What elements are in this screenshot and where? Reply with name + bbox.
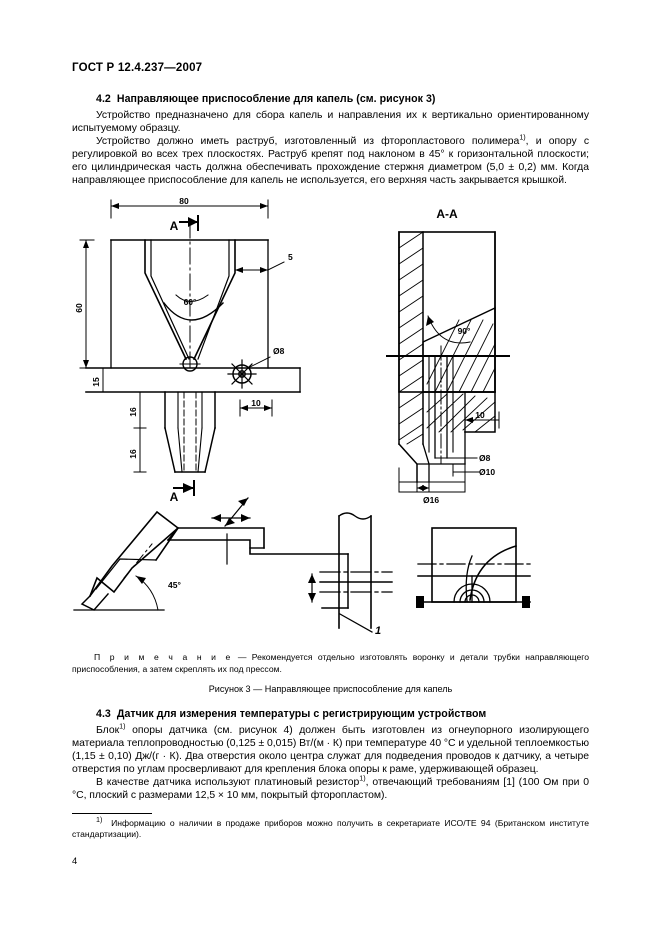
section-4-3-title: Датчик для измерения температуры с регис… (116, 708, 487, 720)
section-4-3-number: 4.3 (96, 708, 111, 720)
footnote-text: Информацию о наличии в продаже приборов … (72, 818, 589, 840)
running-head: ГОСТ Р 12.4.237—2007 (72, 62, 203, 74)
dim-dia-16: Ø16 (423, 495, 439, 505)
dim-cone-angle-60: 60° (184, 297, 197, 307)
footnote-ref: 1) (359, 773, 366, 783)
section-4-3-paragraph-1: Блок1) опоры датчика (см. рисунок 4) дол… (72, 721, 589, 776)
callout-1: 1 (375, 625, 381, 636)
dim-lower-15: 15 (91, 377, 101, 387)
dim-dia-8-section: Ø8 (479, 453, 491, 463)
section-marker-a-top: A (170, 219, 179, 233)
footnote-marker: 1) (96, 815, 103, 825)
dim-tube-16-upper: 16 (128, 407, 138, 417)
dim-dia-10: Ø10 (479, 467, 495, 477)
dim-wall-5: 5 (288, 252, 293, 262)
section-4-2-paragraph-2: Устройство должно иметь раструб, изготов… (72, 132, 589, 187)
section-4-2-paragraph-1: Устройство предназначено для сбора капел… (72, 110, 589, 135)
dim-section-10: 10 (475, 410, 485, 420)
dim-dia-8-top: Ø8 (273, 346, 285, 356)
dim-section-angle-90: 90° (458, 326, 471, 336)
footnote-separator (72, 813, 152, 814)
section-4-3-paragraph-2: В качестве датчика используют платиновый… (72, 773, 589, 802)
figure-caption: Рисунок 3 — Направляющее приспособление … (208, 684, 453, 694)
note-label: П р и м е ч а н и е (94, 652, 233, 662)
figure-note: П р и м е ч а н и е — Рекомендуется отде… (72, 652, 589, 675)
figure-3: 80 A 60 5 60° 15 16 16 10 Ø8 A A-A 90° 1… (72, 196, 589, 636)
section-4-2-heading: 4.2 Направляющее приспособление для капел… (72, 93, 589, 105)
footnote: 1) Информацию о наличии в продаже прибор… (72, 815, 589, 841)
dim-offset-10: 10 (251, 398, 261, 408)
footnote-ref: 1) (519, 132, 526, 142)
dim-tube-16-lower: 16 (128, 449, 138, 459)
footnote-ref: 1) (119, 721, 126, 731)
dim-width-80: 80 (179, 196, 189, 206)
section-4-2-title: Направляющее приспособление для капель (… (116, 93, 436, 105)
section-4-2-number: 4.2 (96, 93, 111, 105)
section-4-3-block: 4.3 Датчик для измерения температуры с ре… (72, 708, 589, 803)
figure-3-drawing: 80 A 60 5 60° 15 16 16 10 Ø8 A A-A 90° 1… (73, 196, 531, 636)
note-text: — Рекомендуется отдельно изготовлять вор… (72, 652, 589, 674)
section-view-title: A-A (436, 207, 458, 221)
section-marker-a-bottom: A (170, 490, 179, 504)
section-4-2-block: 4.2 Направляющее приспособление для капел… (72, 93, 589, 188)
dim-tilt-angle-45: 45° (168, 580, 181, 590)
section-4-3-heading: 4.3 Датчик для измерения температуры с ре… (72, 708, 589, 720)
page-number: 4 (72, 855, 78, 866)
dim-height-60: 60 (74, 303, 84, 313)
